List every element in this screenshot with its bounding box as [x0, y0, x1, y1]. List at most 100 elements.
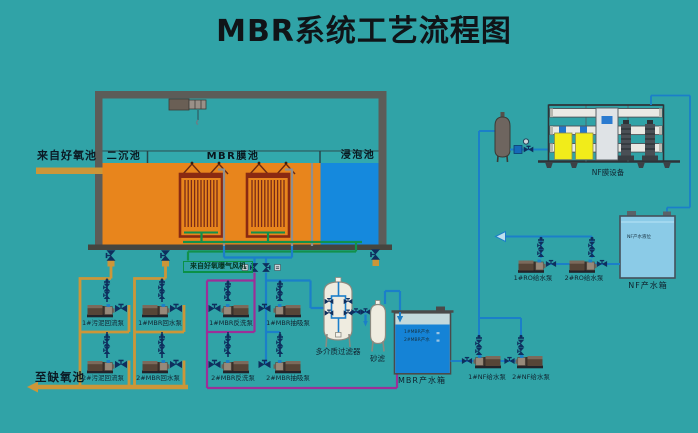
tank-inlet-arrow — [396, 316, 404, 323]
label-from-aerobic-tank: 来自好氧池 — [37, 149, 97, 162]
pump-mbr-backwash-2 — [221, 359, 250, 374]
discharge-valves — [104, 279, 110, 299]
nf-membrane-unit — [538, 104, 680, 168]
page-title: MBR系统工艺流程图 — [216, 14, 512, 49]
pump-mbr-return-2 — [141, 359, 170, 374]
note-mbr-product-2: 2#MBR产水 — [404, 337, 430, 343]
tank-hatch — [436, 306, 445, 311]
label-pump-sludge-return-2: 2#污泥回流泵 — [81, 373, 125, 382]
cip-tank-cap — [580, 126, 587, 134]
soak-pool-drain-stub — [372, 259, 379, 266]
label-nf-membrane-unit: NF膜设备 — [591, 168, 625, 177]
multimedia-filter — [323, 277, 353, 348]
filter-outlet-valve-1 — [350, 308, 362, 316]
label-mbr-product-tank: MBR产水箱 — [398, 376, 446, 385]
pump-nf-feed-2 — [515, 354, 544, 369]
module-hangers — [182, 163, 229, 175]
label-pump-ro-feed-1: 1#RO给水泵 — [513, 274, 553, 282]
pump-sludge-return-1 — [86, 303, 115, 318]
check-valve — [257, 359, 272, 369]
pump-sludge-return-2 — [86, 359, 115, 374]
ro-feed-piping — [504, 235, 620, 265]
check-valve — [207, 359, 222, 369]
crane-hook — [195, 119, 199, 126]
aeration-piping — [183, 233, 362, 261]
label-pump-mbr-backwash-1: 1#MBR反洗泵 — [209, 319, 253, 327]
hoist-crane — [168, 98, 207, 126]
ro-header-arrow — [494, 230, 506, 243]
nf-pump-suction-valve-1 — [461, 356, 473, 365]
permeate-header — [222, 246, 294, 263]
pump-ro-feed-2 — [568, 259, 597, 274]
label-sand-filter: 砂滤 — [370, 354, 385, 363]
cabinet-screen — [601, 116, 613, 124]
pump-mbr-suction-2 — [273, 359, 302, 374]
label-pump-mbr-suction-2: 2#MBR抽吸泵 — [266, 373, 310, 382]
filter-outlet-valve — [523, 145, 534, 154]
filter-drain-arrow — [363, 321, 368, 327]
discharge-valves — [538, 237, 544, 257]
suction-valve-tag — [273, 263, 282, 272]
membrane-module-1 — [178, 161, 229, 238]
cip-tank-2 — [575, 132, 594, 160]
inline-fitting — [513, 145, 523, 154]
pump-group-backwash — [207, 281, 250, 374]
check-valve — [257, 303, 272, 313]
tank-frame-top — [95, 91, 387, 99]
discharge-valves — [225, 334, 231, 354]
skid-feet — [545, 162, 671, 168]
discharge-valves — [589, 237, 595, 257]
suction-line-valve — [261, 262, 271, 273]
membrane-module-2 — [245, 161, 296, 238]
cip-tank-cap — [559, 126, 566, 134]
label-pump-sludge-return-1: 1#污泥回流泵 — [81, 319, 125, 327]
tank-inlet-stub — [663, 211, 671, 216]
note-nf-product-level: NF产水液位 — [627, 235, 651, 240]
label-secondary-clarifier: 二沉池 — [106, 151, 142, 162]
discharge-valves — [225, 281, 231, 301]
label-pump-nf-feed-2: 2#NF给水泵 — [512, 373, 550, 381]
pump-mbr-suction-1 — [273, 303, 302, 318]
inlet-pipe — [36, 167, 103, 174]
soak-pool-drain-valve — [370, 248, 381, 261]
nf-product-tank — [619, 211, 676, 279]
check-valve — [114, 359, 128, 369]
sand-filter — [369, 300, 387, 352]
to-anoxic-arrow — [27, 381, 38, 393]
cartridge-filter — [494, 112, 549, 163]
label-soak-pool: 浸泡池 — [340, 150, 376, 161]
discharge-valves — [518, 335, 524, 355]
tank-water — [395, 324, 450, 373]
label-multimedia-filter: 多介质过滤器 — [315, 347, 361, 356]
pump-mbr-return-1 — [141, 303, 170, 318]
backwash-piping — [205, 272, 399, 390]
label-nf-product-tank: NF产水箱 — [628, 281, 668, 290]
label-pump-mbr-return-1: 1#MBR回水泵 — [138, 319, 182, 327]
permeate-risers — [218, 163, 314, 246]
tank-label-band — [102, 151, 379, 163]
tank-frame-bottom — [88, 244, 392, 250]
cip-tank-1 — [554, 132, 573, 160]
pump-group-mbr-return — [141, 279, 183, 374]
label-mbr-membrane-tank: MBR膜池 — [206, 151, 260, 162]
nf-pump-suction-valve-2 — [503, 356, 516, 365]
label-aeration-blower-source: 来自好氧曝气风机 — [183, 260, 253, 273]
sludge-valve-1 — [105, 249, 117, 262]
check-valve — [114, 303, 128, 313]
pressure-gauge-icon — [522, 138, 530, 145]
discharge-valves — [277, 281, 283, 301]
sludge-piping — [27, 167, 379, 393]
note-mbr-product-1: 1#MBR产水 — [404, 330, 430, 335]
nf-feed-piping — [450, 130, 522, 362]
check-valve — [207, 303, 222, 313]
soak-pool-water — [320, 163, 379, 245]
discharge-valves — [159, 279, 165, 299]
sludge-valve-2 — [160, 249, 171, 262]
control-cabinet — [595, 107, 619, 161]
vertical-pump-1 — [618, 120, 634, 161]
pump-mbr-backwash-1 — [221, 303, 250, 318]
label-pump-ro-feed-2: 2#RO给水泵 — [564, 274, 604, 282]
label-pump-mbr-suction-1: 1#MBR抽吸泵 — [266, 319, 310, 327]
check-valve — [169, 303, 183, 313]
